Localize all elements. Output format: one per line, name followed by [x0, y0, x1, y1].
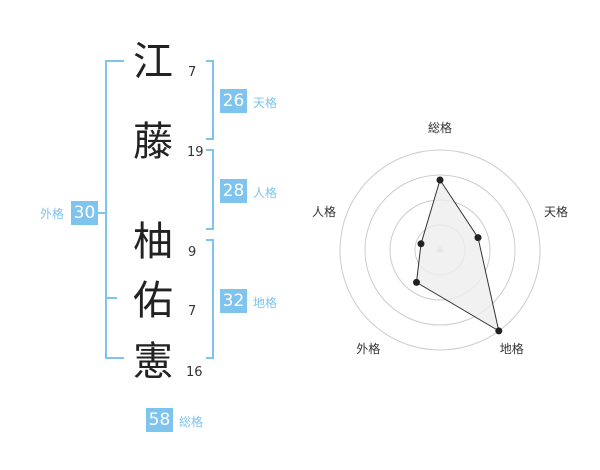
name-char-4: 佑: [133, 278, 173, 324]
name-char-5: 憲: [133, 339, 173, 385]
radar-point-4: [417, 240, 425, 248]
chikaku-bracket: [206, 239, 214, 359]
stroke-count-1: 7: [188, 65, 197, 80]
radar-point-2: [495, 327, 503, 335]
stroke-count-4: 7: [188, 304, 197, 319]
tenkaku-bracket: [206, 60, 214, 140]
soukaku-label: 総格: [179, 415, 204, 429]
radar-axis-label-chikaku: 地格: [499, 341, 524, 356]
radar-polygon: [415, 178, 500, 332]
gaikaku-label: 外格: [40, 207, 65, 221]
radar-ring-3: [364, 174, 516, 326]
radar-point-1: [474, 234, 482, 242]
gaikaku-value: 30: [71, 201, 98, 225]
jinkaku-value: 28: [220, 179, 247, 203]
stroke-count-5: 16: [186, 365, 203, 380]
jinkaku-label: 人格: [253, 186, 278, 200]
radar-axis-label-gaikaku: 外格: [356, 341, 381, 356]
radar-axis-label-tenkaku: 天格: [544, 205, 569, 220]
soukaku-value: 58: [146, 408, 173, 432]
radar-axis-label-soukaku: 総格: [428, 121, 453, 135]
stroke-count-2: 19: [187, 145, 204, 160]
radar-point-0: [436, 176, 444, 184]
jinkaku-bracket: [206, 149, 214, 230]
radar-axis-label-jinkaku: 人格: [312, 205, 337, 220]
tenkaku-label: 天格: [253, 96, 278, 110]
radar-point-3: [413, 278, 420, 286]
chikaku-label: 地格: [253, 296, 278, 310]
chikaku-value: 32: [220, 289, 247, 313]
radar-ring-4: [339, 149, 541, 351]
gaikaku-bracket: [105, 60, 124, 359]
stroke-count-3: 9: [188, 245, 197, 260]
name-char-1: 江: [133, 39, 173, 85]
name-char-2: 藤: [133, 119, 173, 165]
name-char-3: 柚: [133, 219, 173, 265]
radar-points: [413, 176, 503, 335]
tenkaku-value: 26: [220, 89, 247, 113]
